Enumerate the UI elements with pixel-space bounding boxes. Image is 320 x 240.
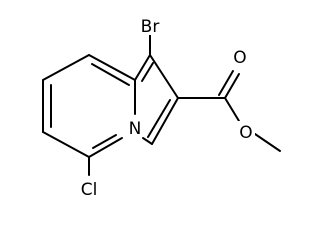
bond-ester-o xyxy=(224,97,240,122)
bromine-label-bg xyxy=(137,15,163,35)
bond-c8-c8a xyxy=(88,54,136,81)
chlorine-label: Cl xyxy=(81,180,98,200)
bond-c8a-c1-inner xyxy=(141,62,154,82)
bond-c2-c3-inner xyxy=(147,99,171,138)
bond-c2-c3 xyxy=(151,97,179,145)
ester-oxygen-label-bg xyxy=(238,121,255,141)
bond-c5-n xyxy=(88,137,123,158)
bond-c8-c8a-inner xyxy=(91,63,130,86)
bond-c8-c7 xyxy=(42,54,90,81)
bond-o-methyl xyxy=(254,133,281,152)
bond-c8a-c1 xyxy=(134,54,151,81)
chlorine-label-bg xyxy=(76,178,102,198)
bonds xyxy=(42,34,281,176)
bond-carbonyl-outer xyxy=(224,73,240,99)
carbonyl-oxygen-label: O xyxy=(233,48,246,68)
nitrogen-label-bg xyxy=(127,117,144,137)
bond-c5-c5inner xyxy=(92,134,117,149)
carbonyl-oxygen-label-bg xyxy=(232,46,249,66)
bond-c6-c5 xyxy=(42,131,90,158)
atom-labels: Br N Cl O O xyxy=(76,15,255,200)
bromine-label: Br xyxy=(141,17,160,37)
molecule-structure: Br N Cl O O xyxy=(42,15,281,200)
bond-c1-c2 xyxy=(149,54,179,99)
bond-c3-n xyxy=(142,137,153,145)
nitrogen-label: N xyxy=(129,119,142,139)
bond-carbonyl-inner xyxy=(218,70,234,96)
ester-oxygen-label: O xyxy=(239,123,252,143)
